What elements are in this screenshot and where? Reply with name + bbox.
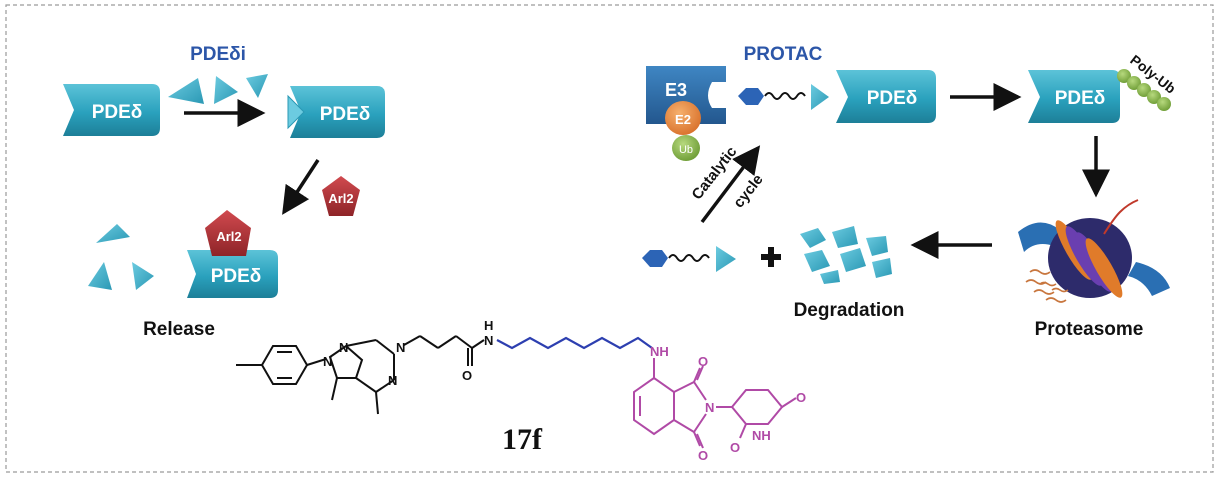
released-inhibitor-triangles bbox=[88, 224, 154, 290]
pde-delta-polyubiquitinated: PDEδ Poly-Ub bbox=[1028, 51, 1179, 123]
atom-label: NH bbox=[650, 344, 669, 359]
atom-label: O bbox=[698, 354, 708, 369]
atom-label: O bbox=[796, 390, 806, 405]
atom-label: O bbox=[730, 440, 740, 455]
atom-label: N bbox=[339, 340, 348, 355]
pde-delta-label: PDEδ bbox=[1055, 88, 1106, 109]
arl2-label: Arl2 bbox=[216, 229, 241, 244]
atom-label: N bbox=[396, 340, 405, 355]
proteasome bbox=[1018, 199, 1170, 303]
plus-sign bbox=[761, 247, 781, 267]
atom-label: NH bbox=[752, 428, 771, 443]
catalytic-cycle: Catalytic cycle bbox=[689, 143, 767, 224]
protac-label: PROTAC bbox=[744, 44, 823, 65]
release-label: Release bbox=[143, 319, 215, 340]
compound-label: 17f bbox=[502, 423, 543, 456]
atom-label: N bbox=[323, 354, 332, 369]
pde-delta-inhibitor-label: PDEδi bbox=[190, 44, 246, 65]
compound-atom-labels: N N N N H N O NH O N O O NH O bbox=[323, 318, 806, 463]
pde-delta-arl2-complex: Arl2 PDEδ bbox=[187, 210, 278, 298]
left-panel: PDEδ PDEδi PDEδ Arl2 Arl2 PD bbox=[63, 44, 385, 340]
atom-label: N bbox=[484, 333, 493, 348]
proteasome-core bbox=[1048, 218, 1132, 298]
degraded-fragments bbox=[800, 226, 892, 284]
arl2-label: Arl2 bbox=[328, 191, 353, 206]
arl2-free: Arl2 bbox=[322, 176, 360, 216]
atom-label: N bbox=[705, 400, 714, 415]
protac-molecule bbox=[738, 84, 829, 110]
displacement-arrow bbox=[282, 159, 320, 215]
e3-label: E3 bbox=[665, 80, 687, 100]
atom-label: H bbox=[484, 318, 493, 333]
pde-delta-bound-inhibitor: PDEδ bbox=[287, 86, 385, 138]
atom-label: O bbox=[462, 368, 472, 383]
proteasome-label: Proteasome bbox=[1035, 319, 1144, 340]
figure-border bbox=[5, 4, 1214, 473]
compound-17f-structure bbox=[236, 335, 485, 415]
right-panel: PROTAC E3 E2 Ub PDEδ PDEδ bbox=[642, 44, 1179, 340]
e3-ligase: E3 bbox=[646, 66, 726, 124]
e2-label: E2 bbox=[675, 112, 691, 127]
pde-delta-inhibitor-triangles bbox=[168, 74, 268, 104]
pde-delta-label: PDEδ bbox=[92, 102, 143, 123]
ubiquitin: Ub bbox=[672, 135, 700, 161]
pde-delta-free: PDEδ bbox=[63, 84, 160, 136]
pde-delta-protac-target: PDEδ bbox=[836, 70, 936, 123]
recycled-protac bbox=[642, 246, 736, 272]
poly-ub-chain bbox=[1117, 69, 1171, 111]
catalytic-cycle-arrow bbox=[700, 145, 761, 224]
atom-label: O bbox=[698, 448, 708, 463]
pde-delta-label: PDEδ bbox=[867, 88, 918, 109]
peptide-fragments bbox=[1025, 269, 1069, 303]
pde-delta-label: PDEδ bbox=[211, 266, 262, 287]
e2-enzyme: E2 bbox=[665, 101, 701, 135]
ub-label: Ub bbox=[679, 144, 693, 156]
atom-label: N bbox=[388, 373, 397, 388]
pde-delta-label: PDEδ bbox=[320, 104, 371, 125]
thalidomide-moiety bbox=[633, 358, 797, 449]
degradation-label: Degradation bbox=[794, 300, 905, 321]
alkyl-linker bbox=[496, 336, 653, 350]
